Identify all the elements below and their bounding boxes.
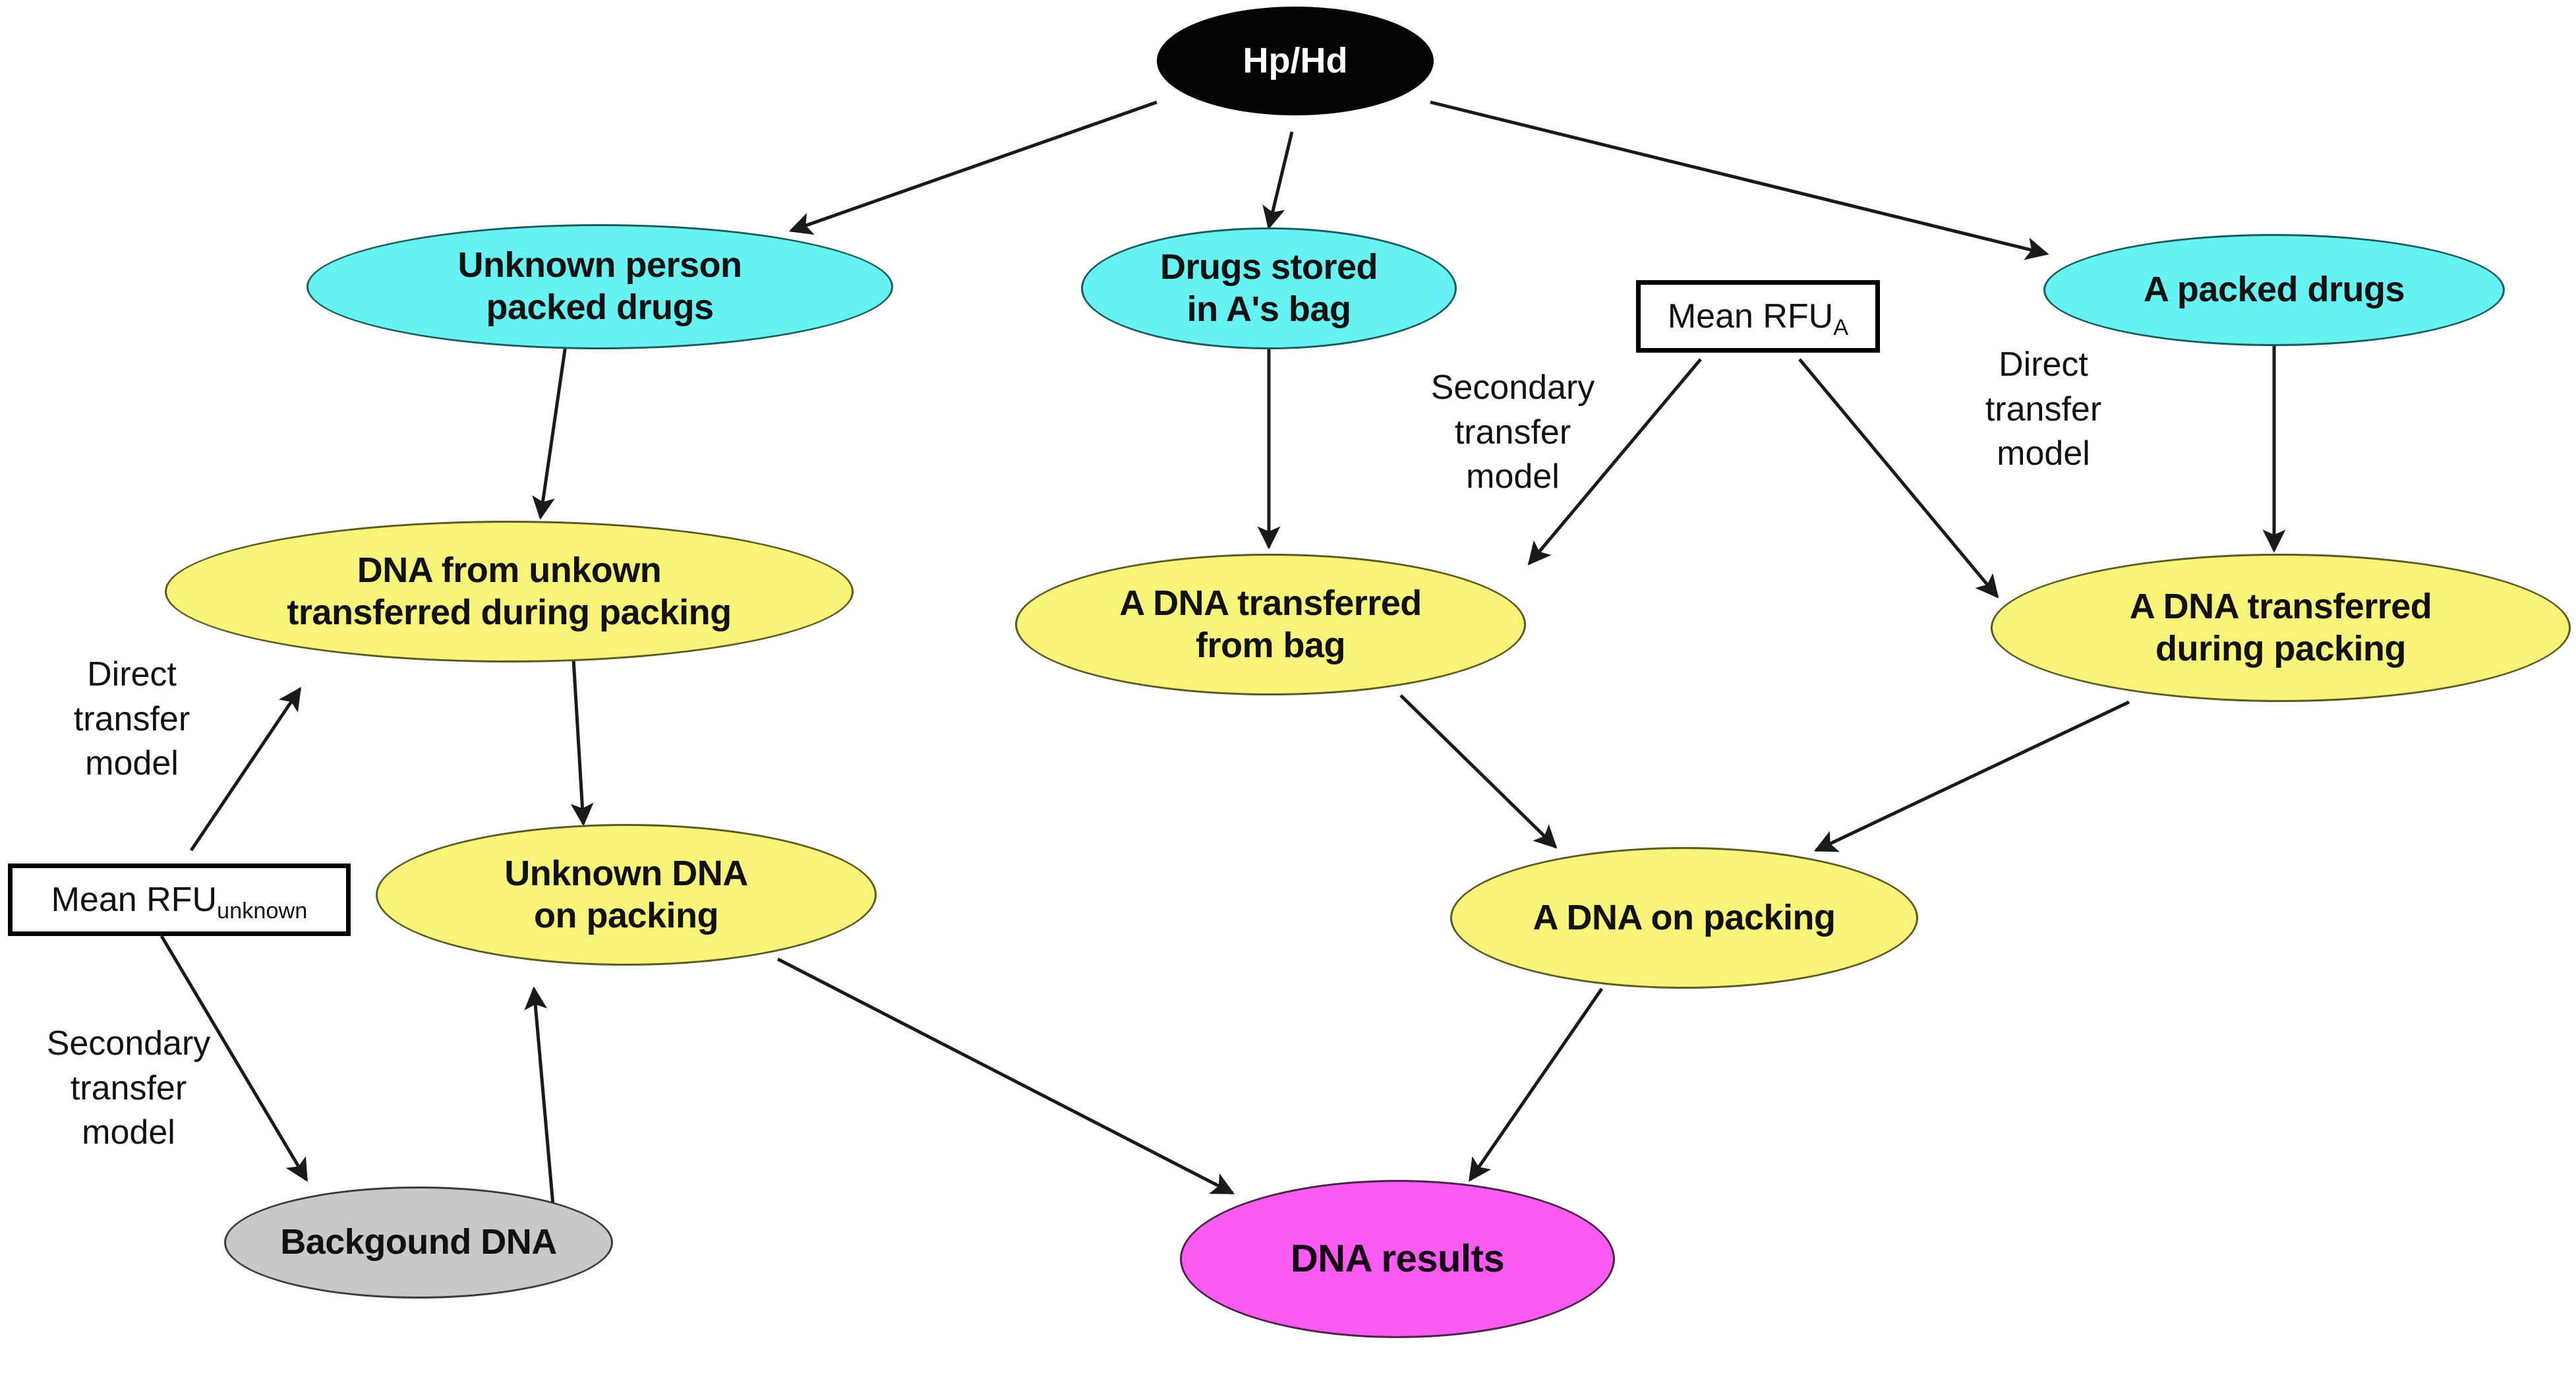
edge-unknown-dna-packing-to-results [776, 957, 1235, 1195]
node-label: A DNA on packing [1533, 897, 1836, 937]
edge-label-direct-transfer-model-right: Direct transfer model [1985, 345, 2102, 473]
evidence-box-mean-rfu-unknown[interactable]: Mean RFUunknown [8, 864, 351, 936]
node-a-dna-transferred-from-bag[interactable]: A DNA transferred from bag [1015, 554, 1526, 695]
edge-dna-unknown-to-unknown-dna-packing [570, 659, 594, 827]
node-drugs-stored-in-a-bag[interactable]: Drugs stored in A's bag [1081, 227, 1457, 349]
edge-mean-rfu-a-to-a-dna-bag [1527, 358, 1702, 566]
node-dna-from-unknown-transferred-during-packing[interactable]: DNA from unkown transferred during packi… [165, 521, 854, 662]
edge-unknown-packed-to-dna-unknown [532, 336, 569, 520]
node-unknown-person-packed-drugs[interactable]: Unknown person packed drugs [307, 224, 893, 349]
node-label: A DNA transferred from bag [1119, 583, 1422, 665]
node-label: Unknown DNA on packing [504, 853, 748, 935]
node-label: Unknown person packed drugs [457, 245, 742, 327]
node-dna-results[interactable]: DNA results [1180, 1180, 1615, 1338]
node-label: A packed drugs [2143, 270, 2405, 310]
evidence-box-label: Mean RFUunknown [51, 881, 308, 923]
node-hypothesis-hp-hd[interactable]: Hp/Hd [1157, 7, 1434, 115]
edge-mean-rfu-unknown-to-background [160, 935, 308, 1183]
edge-a-dna-on-packing-to-results [1468, 987, 1604, 1182]
node-a-dna-on-packing[interactable]: A DNA on packing [1450, 847, 1918, 989]
edge-label-direct-transfer-model-left: Direct transfer model [73, 655, 190, 783]
evidence-box-mean-rfu-a[interactable]: Mean RFUA [1636, 280, 1880, 353]
node-a-dna-transferred-during-packing[interactable]: A DNA transferred during packing [1991, 554, 2571, 702]
edge-hphd-to-unknown-packed [788, 100, 1157, 235]
edge-label-secondary-transfer-model-left: Secondary transfer model [46, 1024, 211, 1152]
edge-a-dna-packing-to-a-dna-on-packing [1813, 700, 2130, 852]
node-label: Drugs stored in A's bag [1159, 247, 1378, 329]
node-backgound-dna[interactable]: Backgound DNA [224, 1187, 613, 1299]
edge-hphd-to-a-packed [1430, 100, 2049, 260]
node-label: Backgound DNA [280, 1222, 557, 1262]
edge-mean-rfu-unknown-to-dna-unknown [189, 687, 302, 852]
node-label: DNA results [1290, 1237, 1505, 1280]
edge-a-dna-bag-to-a-dna-on-packing [1399, 694, 1558, 849]
edge-label-secondary-transfer-model-middle: Secondary transfer model [1430, 368, 1595, 496]
node-label: A DNA transferred during packing [2129, 586, 2432, 668]
node-unknown-dna-on-packing[interactable]: Unknown DNA on packing [376, 824, 877, 966]
edge-hphd-to-drugs-stored [1262, 131, 1294, 230]
evidence-box-label: Mean RFUA [1667, 297, 1849, 340]
node-label: Hp/Hd [1243, 40, 1348, 80]
edge-background-to-unknown-dna-packing [524, 986, 556, 1214]
edge-mean-rfu-a-to-a-dna-packing [1798, 358, 1999, 599]
node-label: DNA from unkown transferred during packi… [287, 550, 732, 632]
node-a-packed-drugs[interactable]: A packed drugs [2043, 234, 2505, 346]
